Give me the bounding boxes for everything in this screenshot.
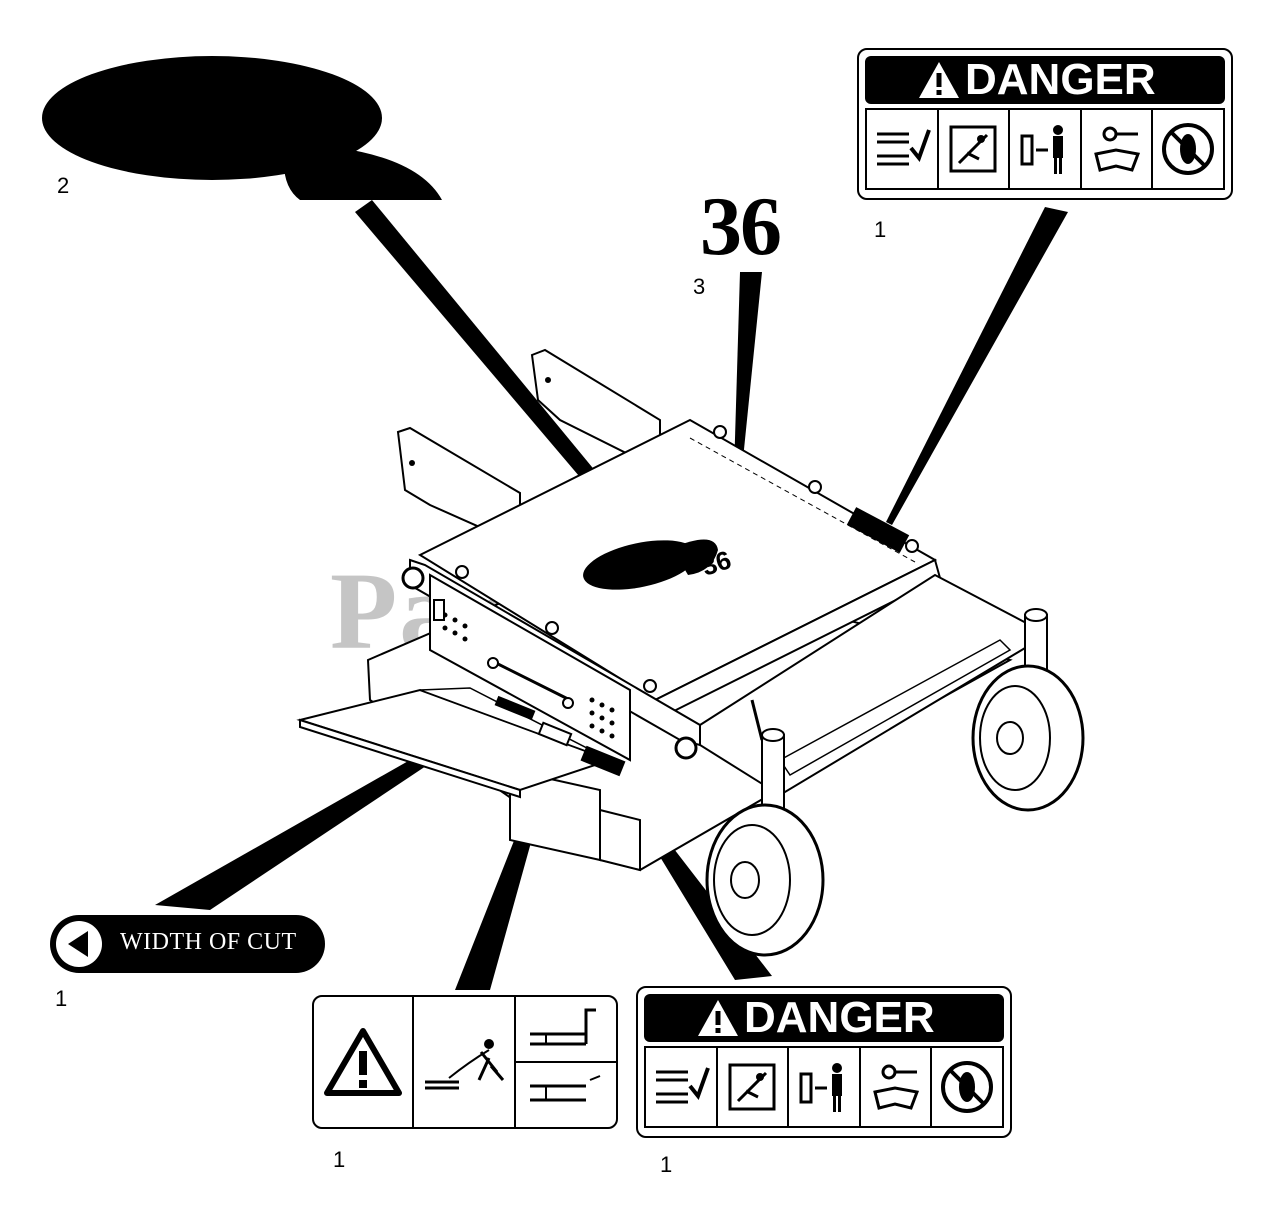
warning-triangle-icon <box>698 1000 738 1036</box>
no-hands-feet-icon <box>1153 108 1225 190</box>
no-hands-feet-icon <box>932 1046 1004 1128</box>
thrown-object-icon <box>938 108 1011 190</box>
thrown-object-icon <box>414 997 516 1127</box>
leader-danger-top <box>886 207 1068 525</box>
model-36-decal: 36 <box>700 180 782 273</box>
arrow-left-icon <box>56 921 102 967</box>
danger-decal-bottom: DANGER <box>636 986 1012 1138</box>
warning-triangle-icon <box>314 997 414 1127</box>
thrown-object-icon <box>717 1046 790 1128</box>
danger-label: DANGER <box>965 55 1156 104</box>
read-manual-icon <box>860 1046 933 1128</box>
height-adjust-panel <box>429 573 631 762</box>
callout-danger-top: 1 <box>874 217 887 242</box>
danger-label: DANGER <box>744 993 935 1042</box>
width-of-cut-label: WIDTH OF CUT <box>120 929 297 955</box>
blade-hazard-icon <box>865 108 939 190</box>
front-caster-wheel <box>705 699 825 957</box>
warning-triangle-icon <box>919 62 959 98</box>
leader-logo-decal <box>355 200 648 542</box>
callout-36-decal: 3 <box>693 274 706 299</box>
callout-danger-bottom: 1 <box>660 1152 673 1177</box>
warning-pictogram-decal <box>312 995 618 1129</box>
deck-discharge-icon <box>516 997 616 1127</box>
blade-hazard-icon <box>644 1046 718 1128</box>
danger-decal-top: DANGER <box>857 48 1233 200</box>
callout-width-of-cut: 1 <box>55 986 68 1011</box>
read-manual-icon <box>1081 108 1154 190</box>
callout-logo-decal: 2 <box>57 173 70 198</box>
logo-decal-shape <box>42 56 442 200</box>
callout-warning-panel: 1 <box>333 1147 346 1172</box>
rear-caster-wheel <box>971 608 1085 812</box>
keep-distance-icon <box>789 1046 861 1128</box>
keep-distance-icon <box>1010 108 1082 190</box>
width-of-cut-decal: WIDTH OF CUT <box>50 915 325 973</box>
